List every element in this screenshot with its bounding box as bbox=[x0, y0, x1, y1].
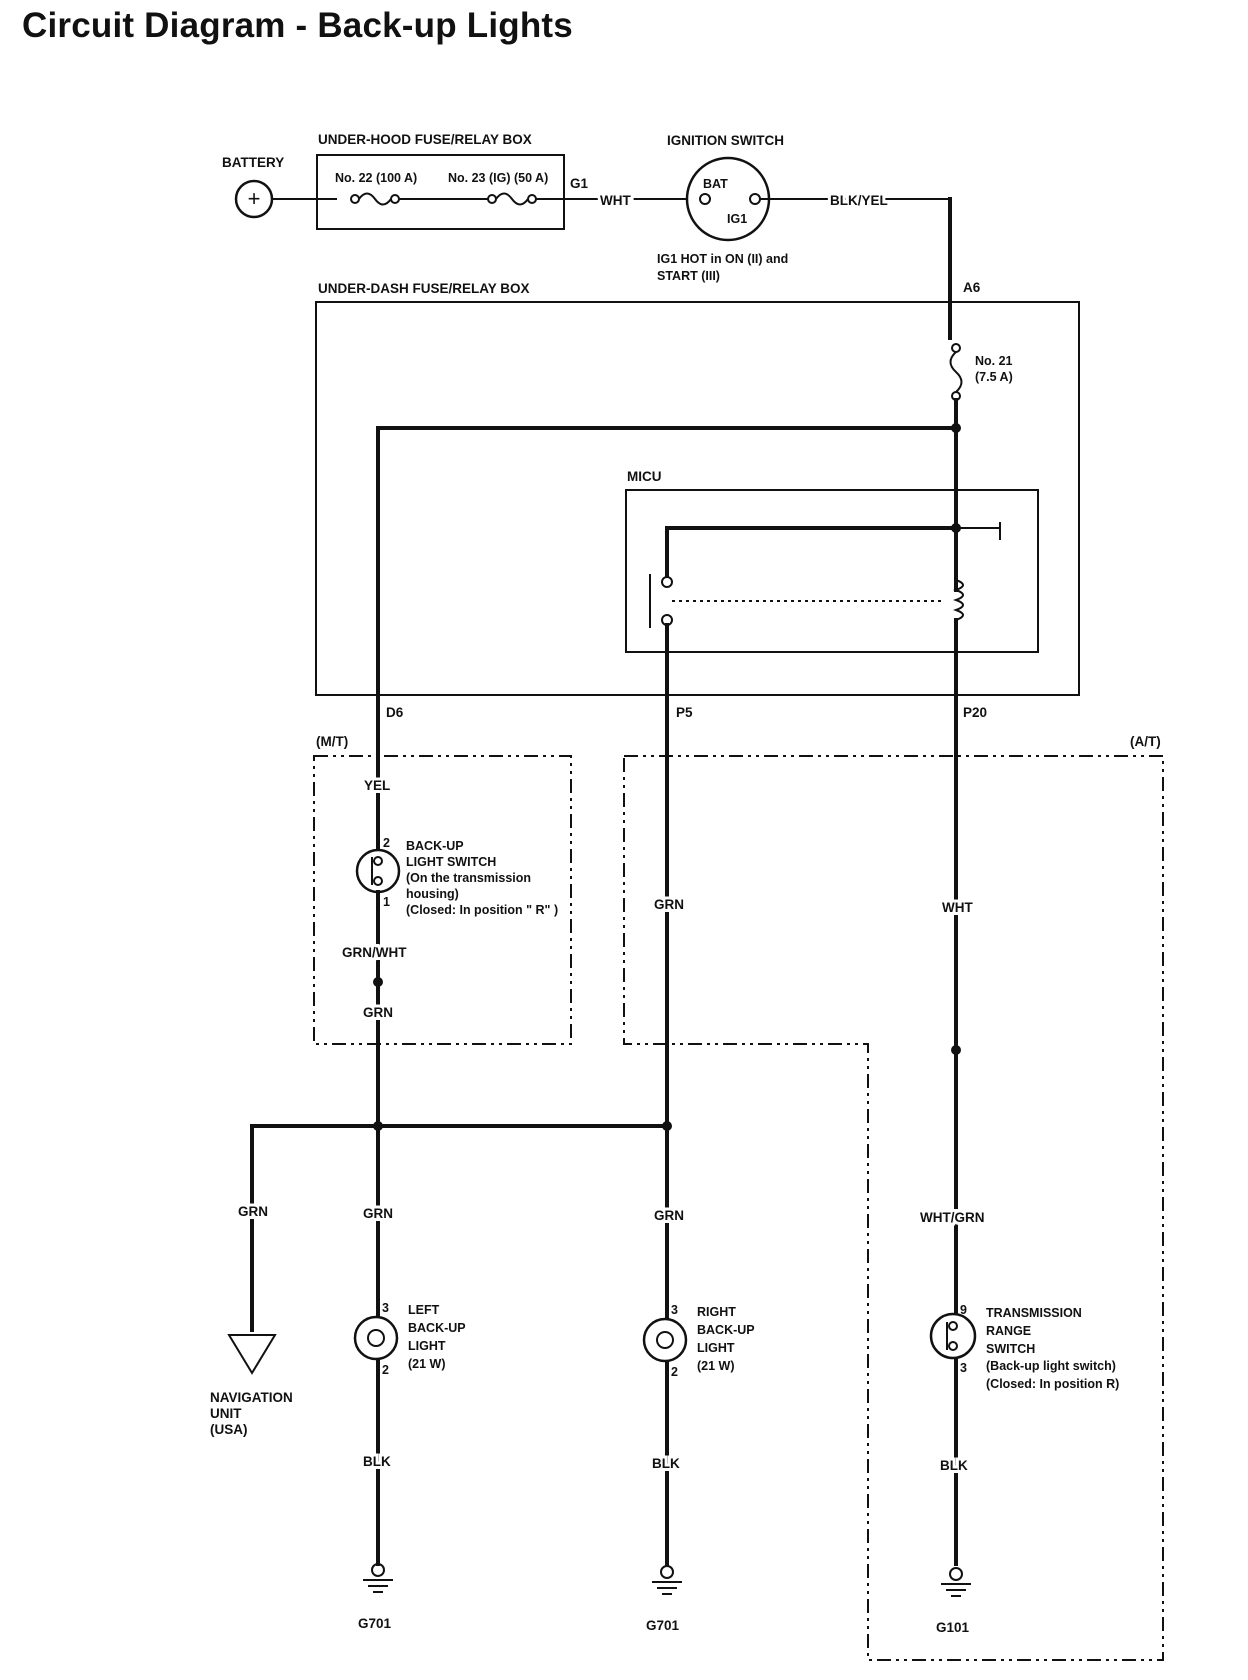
fuse23-label: No. 23 (IG) (50 A) bbox=[448, 171, 548, 185]
trs-label-2: RANGE bbox=[986, 1324, 1031, 1338]
backup-switch-label-1: BACK-UP bbox=[406, 839, 464, 853]
under-hood-fuse-box bbox=[316, 154, 565, 230]
ground-g701-left: G701 bbox=[358, 1616, 392, 1631]
ground-symbol-left bbox=[363, 1563, 393, 1593]
wire-color-blk-mid: BLK bbox=[652, 1456, 680, 1471]
connector-p20: P20 bbox=[963, 705, 987, 720]
relay-contact-top bbox=[661, 576, 673, 588]
fuse22-label: No. 22 (100 A) bbox=[335, 171, 417, 185]
right-light-label-2: BACK-UP bbox=[697, 1323, 755, 1337]
page-title: Circuit Diagram - Back-up Lights bbox=[22, 6, 573, 45]
micu-box bbox=[625, 489, 1039, 653]
nav-label-1: NAVIGATION bbox=[210, 1390, 293, 1405]
ground-symbol-middle bbox=[652, 1565, 682, 1595]
under-hood-box-label: UNDER-HOOD FUSE/RELAY BOX bbox=[318, 132, 532, 147]
wire-color-blk-right: BLK bbox=[940, 1458, 968, 1473]
backup-switch-label-4: housing) bbox=[406, 887, 459, 901]
wire-color-grn-right: GRN bbox=[654, 1208, 684, 1223]
backup-switch-pin1: 1 bbox=[383, 895, 390, 909]
mt-label: (M/T) bbox=[316, 734, 348, 749]
left-light-label-1: LEFT bbox=[408, 1303, 440, 1317]
wire-color-grn-mt: GRN bbox=[363, 1005, 393, 1020]
wire-color-grn-left: GRN bbox=[363, 1206, 393, 1221]
wire-color-wht-grn: WHT/GRN bbox=[920, 1210, 985, 1225]
ground-g701-middle: G701 bbox=[646, 1618, 680, 1633]
trs-pin3: 3 bbox=[960, 1361, 967, 1375]
ground-g101: G101 bbox=[936, 1620, 970, 1635]
left-light-label-3: LIGHT bbox=[408, 1339, 446, 1353]
right-light-pin2: 2 bbox=[671, 1365, 678, 1379]
backup-light-switch bbox=[355, 848, 401, 894]
right-backup-light bbox=[642, 1317, 688, 1363]
backup-switch-label-2: LIGHT SWITCH bbox=[406, 855, 496, 869]
left-light-label-4: (21 W) bbox=[408, 1357, 446, 1371]
connector-d6: D6 bbox=[386, 705, 404, 720]
trs-label-1: TRANSMISSION bbox=[986, 1306, 1082, 1320]
ignition-switch-label: IGNITION SWITCH bbox=[667, 133, 784, 148]
relay-coil bbox=[953, 579, 964, 621]
wire-color-yel: YEL bbox=[364, 778, 390, 793]
trs-label-4: (Back-up light switch) bbox=[986, 1359, 1116, 1373]
fuse21-element bbox=[949, 351, 963, 393]
nav-label-3: (USA) bbox=[210, 1422, 248, 1437]
battery-plus-sign: + bbox=[248, 186, 261, 211]
under-dash-fuse-box bbox=[315, 301, 1080, 696]
left-light-pin2: 2 bbox=[382, 1363, 389, 1377]
micu-label: MICU bbox=[627, 469, 662, 484]
battery-symbol: + bbox=[234, 179, 274, 219]
fuse22-element bbox=[358, 192, 392, 206]
trs-pin9: 9 bbox=[960, 1303, 967, 1317]
battery-label: BATTERY bbox=[222, 155, 284, 170]
nav-label-2: UNIT bbox=[210, 1406, 242, 1421]
ignition-bat-label: BAT bbox=[703, 177, 728, 191]
ignition-ig1-label: IG1 bbox=[727, 212, 747, 226]
wire-color-wht-top: WHT bbox=[600, 193, 631, 208]
wire-color-blk-left: BLK bbox=[363, 1454, 391, 1469]
connector-p5: P5 bbox=[676, 705, 693, 720]
ignition-note-line1: IG1 HOT in ON (II) and bbox=[657, 252, 788, 266]
wire-color-grn-mid: GRN bbox=[654, 897, 684, 912]
left-backup-light bbox=[353, 1315, 399, 1361]
at-label: (A/T) bbox=[1130, 734, 1161, 749]
wire-color-grn-nav: GRN bbox=[238, 1204, 268, 1219]
left-light-pin3: 3 bbox=[382, 1301, 389, 1315]
wire-color-wht-right: WHT bbox=[942, 900, 973, 915]
right-light-label-1: RIGHT bbox=[697, 1305, 736, 1319]
at-region bbox=[623, 755, 1164, 1661]
navigation-unit-symbol bbox=[227, 1334, 277, 1375]
trs-label-3: SWITCH bbox=[986, 1342, 1035, 1356]
ignition-note-line2: START (III) bbox=[657, 269, 720, 283]
fuse21-label-1: No. 21 bbox=[975, 354, 1013, 368]
under-dash-box-label: UNDER-DASH FUSE/RELAY BOX bbox=[318, 281, 530, 296]
backup-switch-label-3: (On the transmission bbox=[406, 871, 531, 885]
wire-color-blk-yel: BLK/YEL bbox=[830, 193, 888, 208]
backup-switch-pin2: 2 bbox=[383, 836, 390, 850]
backup-switch-label-5: (Closed: In position " R" ) bbox=[406, 903, 558, 917]
right-light-label-3: LIGHT bbox=[697, 1341, 735, 1355]
right-light-label-4: (21 W) bbox=[697, 1359, 735, 1373]
left-light-label-2: BACK-UP bbox=[408, 1321, 466, 1335]
g1-label: G1 bbox=[570, 176, 589, 191]
right-light-pin3: 3 bbox=[671, 1303, 678, 1317]
transmission-range-switch bbox=[929, 1312, 977, 1360]
wire-color-grn-wht: GRN/WHT bbox=[342, 945, 407, 960]
connector-a6: A6 bbox=[963, 280, 981, 295]
trs-label-5: (Closed: In position R) bbox=[986, 1377, 1119, 1391]
ground-symbol-right bbox=[941, 1567, 971, 1597]
fuse23-element bbox=[495, 192, 529, 206]
fuse21-label-2: (7.5 A) bbox=[975, 370, 1013, 384]
mt-region bbox=[313, 755, 572, 1045]
